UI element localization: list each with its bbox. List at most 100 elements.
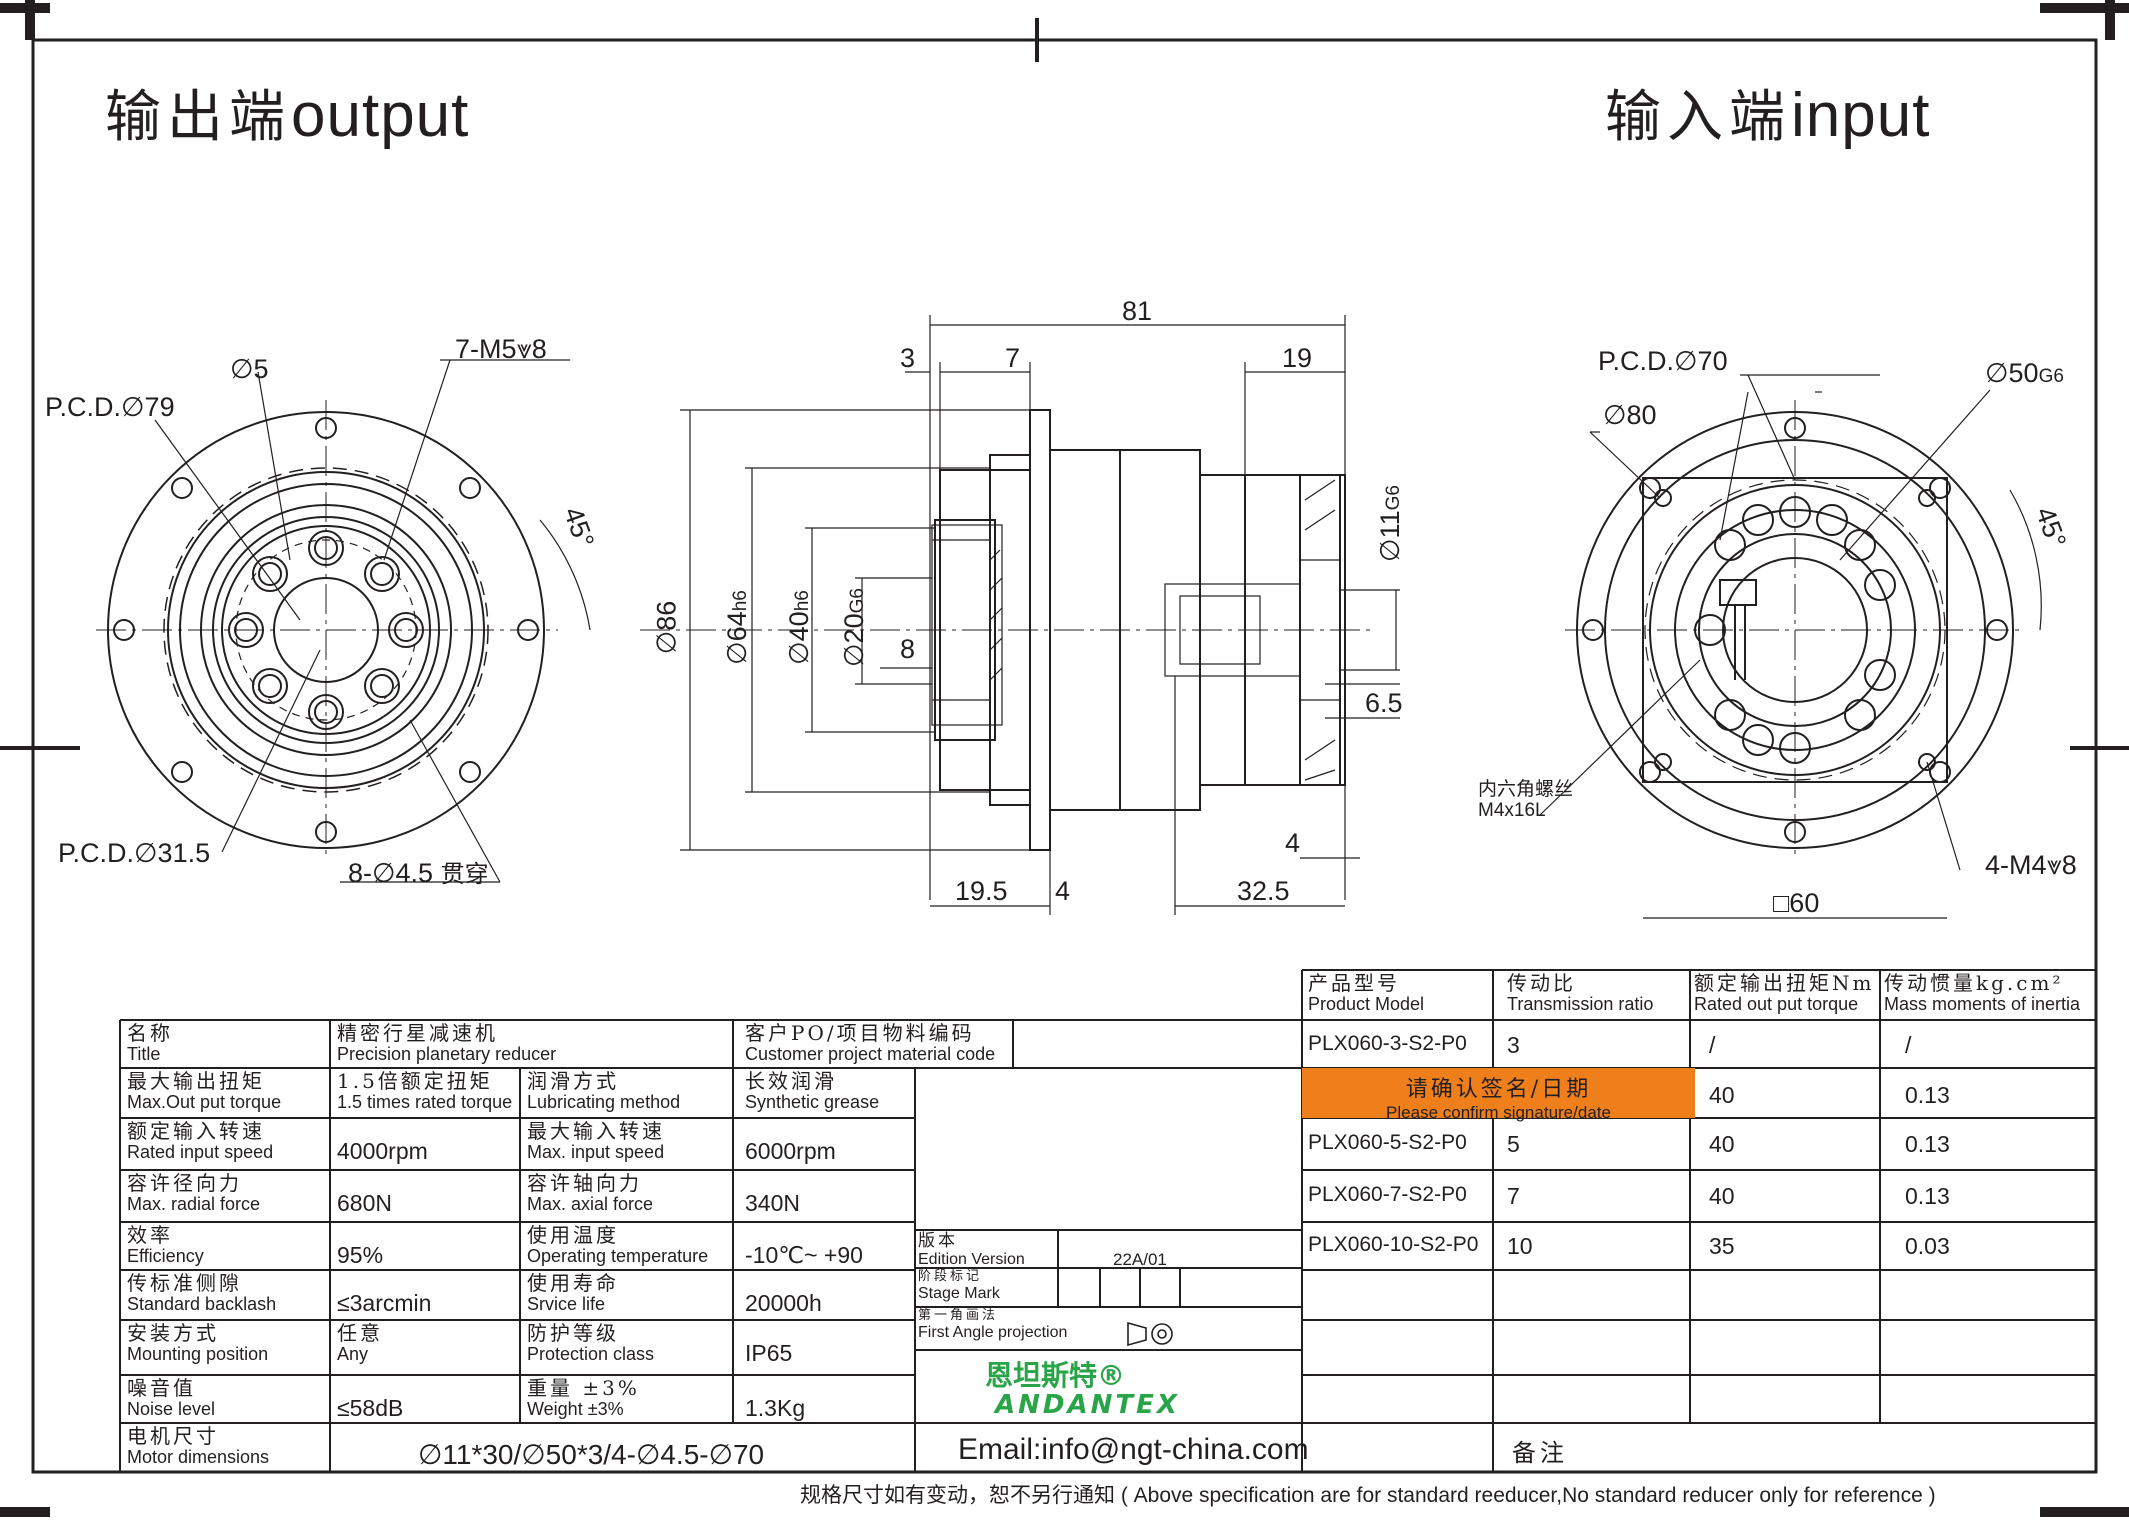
- input-thread: 4-M4: [1985, 850, 2047, 880]
- depth-icon: ⩔: [516, 334, 532, 364]
- spec-en: Efficiency: [127, 1246, 204, 1266]
- dim-3: 3: [900, 343, 916, 373]
- dim-4a: 4: [1285, 828, 1301, 858]
- spec-en: Srvice life: [527, 1294, 606, 1314]
- dia20-value: ∅20: [838, 613, 869, 667]
- input-bore-hatch: [1164, 479, 1340, 781]
- cust-en: Customer project material code: [745, 1044, 996, 1064]
- brand-logo-cn: 恩坦斯特®: [985, 1359, 1126, 1392]
- spec-en: Any: [337, 1344, 369, 1364]
- dim-19-5: 19.5: [955, 876, 1008, 906]
- spec-cn: 任意: [337, 1321, 383, 1345]
- spec-cn: 重量 ±3%: [527, 1376, 640, 1400]
- model-cell: 35: [1709, 1233, 1735, 1259]
- thread-depth: 8: [531, 334, 547, 364]
- edition-cn: 版本: [918, 1231, 958, 1251]
- spec-value: 20000h: [745, 1290, 822, 1316]
- confirm-signature-banner[interactable]: 请确认签名/日期 Please confirm signature/date: [1302, 1068, 1695, 1122]
- spec-en: Weight ±3%: [527, 1399, 624, 1419]
- stage-en: Stage Mark: [918, 1285, 1000, 1302]
- model-cell: /: [1709, 1032, 1716, 1058]
- spec-value: IP65: [745, 1340, 793, 1366]
- model-cell: PLX060-7-S2-P0: [1308, 1183, 1467, 1206]
- spec-value: 6000rpm: [745, 1138, 836, 1164]
- spec-cell: 340N: [745, 1190, 800, 1217]
- screw-label: 内六角螺丝 M4x16L: [1478, 778, 1573, 822]
- input-thread-depth: 8: [2061, 850, 2077, 880]
- edition-value: 22A/01: [1113, 1250, 1167, 1269]
- spec-en: Lubricating method: [527, 1092, 681, 1112]
- thread-label: 7-M5⩔8: [455, 334, 547, 366]
- spec-en: Noise level: [127, 1399, 216, 1419]
- pcd70-label: P.C.D.∅70: [1598, 346, 1728, 376]
- stage-cell: 阶段标记 Stage Mark: [918, 1270, 1000, 1304]
- model-cell: 10: [1507, 1233, 1533, 1259]
- dia80-label: ∅80: [1603, 400, 1657, 430]
- title-cn: 名称: [127, 1021, 173, 1045]
- header-en: Rated out put torque: [1694, 994, 1859, 1014]
- spec-en: Mounting position: [127, 1344, 269, 1364]
- spec-cn: 使用寿命: [527, 1271, 619, 1295]
- remark-label: 备注: [1512, 1439, 1568, 1467]
- spec-en: Max. axial force: [527, 1194, 654, 1214]
- spec-en: Rated input speed: [127, 1142, 274, 1162]
- header-en: Product Model: [1308, 994, 1425, 1014]
- input-bolt-circle: [1694, 496, 1896, 764]
- email-text[interactable]: Email:info@ngt-china.com: [958, 1433, 1309, 1466]
- spec-cell: ≤3arcmin: [337, 1290, 431, 1317]
- proj-cn: 第一角画法: [918, 1308, 999, 1323]
- model-cell: PLX060-10-S2-P0: [1308, 1233, 1479, 1256]
- spec-cn: 润滑方式: [527, 1069, 619, 1093]
- header-en: Mass moments of inertia: [1884, 994, 2081, 1014]
- dim-dia64: ∅64h6: [722, 590, 753, 665]
- title-cell: 名称 Title: [127, 1022, 173, 1064]
- dim-7: 7: [1005, 343, 1021, 373]
- tol40: h6: [791, 590, 813, 612]
- title-value-cell: 精密行星减速机 Precision planetary reducer: [337, 1022, 556, 1064]
- square-60-label: □60: [1773, 888, 1820, 918]
- spec-value: 1.3Kg: [745, 1395, 806, 1421]
- spec-cell: -10℃~ +90: [745, 1242, 863, 1269]
- output-end-title: 输出端output: [105, 72, 469, 153]
- spec-cell: 95%: [337, 1242, 383, 1269]
- spec-value: ≤3arcmin: [337, 1290, 432, 1316]
- depth-icon: ⩔: [2046, 850, 2062, 880]
- output-end-view: [96, 359, 591, 883]
- stage-cn: 阶段标记: [918, 1269, 983, 1284]
- output-outer-holes: [113, 417, 539, 843]
- confirm-en: Please confirm signature/date: [1386, 1103, 1611, 1122]
- output-cn: 输出端: [105, 85, 291, 150]
- input-end-view: [1539, 374, 2042, 919]
- spec-value: 340N: [745, 1190, 800, 1216]
- spec-cell: 重量 ±3%Weight ±3%: [527, 1377, 640, 1419]
- model-cell: PLX060-5-S2-P0: [1308, 1131, 1467, 1154]
- spec-en: Max.Out put torque: [127, 1092, 282, 1112]
- spec-value: -10℃~ +90: [745, 1242, 863, 1268]
- pcd-outer-label: P.C.D.∅79: [45, 392, 175, 422]
- side-section-view: [640, 315, 1400, 915]
- dim-4b: 4: [1055, 876, 1071, 906]
- edition-en: Edition Version: [918, 1251, 1025, 1268]
- spec-cell: 20000h: [745, 1290, 822, 1317]
- title-en: Title: [127, 1044, 161, 1064]
- output-en: output: [291, 81, 470, 150]
- through-holes: 8-∅4.5: [348, 858, 434, 888]
- spec-cell: 1.3Kg: [745, 1395, 805, 1422]
- spec-cn: 效率: [127, 1223, 173, 1247]
- spec-cn: 最大输入转速: [527, 1119, 665, 1143]
- spec-cell: 6000rpm: [745, 1138, 836, 1165]
- model-cell: 0.03: [1905, 1233, 1950, 1259]
- model-cell: 40: [1709, 1183, 1735, 1209]
- spec-cn: 防护等级: [527, 1321, 619, 1345]
